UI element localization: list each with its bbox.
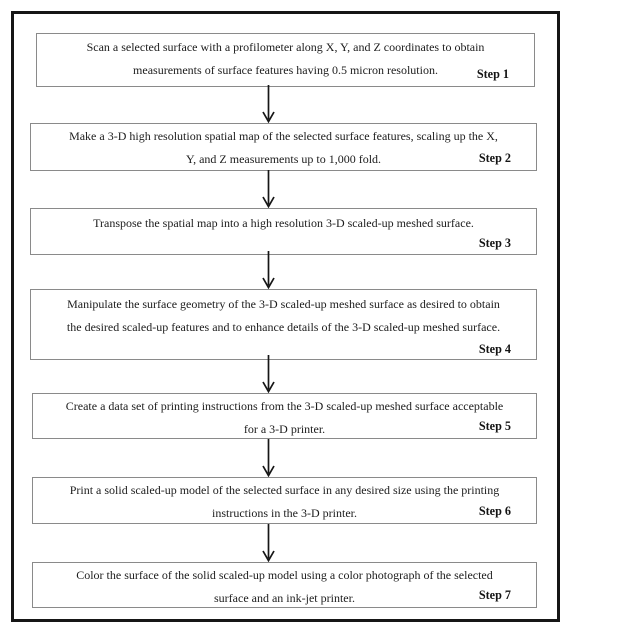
- flow-step-2-label: Step 2: [478, 151, 511, 165]
- flow-step-7-box: Color the surface of the solid scaled-up…: [32, 562, 537, 608]
- flow-step-3-box: Transpose the spatial map into a high re…: [30, 208, 537, 255]
- flow-step-5-box: Create a data set of printing instructio…: [32, 393, 537, 439]
- arrow-down-icon: [262, 355, 275, 393]
- flow-step-4-line-2: the desired scaled-up features and to en…: [66, 320, 501, 334]
- flow-step-4-line-1: Manipulate the surface geometry of the 3…: [67, 297, 500, 311]
- arrow-down-icon: [262, 524, 275, 562]
- flow-step-3-label: Step 3: [478, 236, 511, 250]
- flow-step-1-line-2: measurements of surface features having …: [133, 63, 438, 77]
- flow-step-7-line-2: surface and an ink-jet printer.: [214, 591, 355, 605]
- flow-step-5-label: Step 5: [478, 419, 511, 433]
- flow-step-6-label: Step 6: [478, 504, 511, 518]
- flow-step-4-label: Step 4: [478, 342, 511, 356]
- flow-step-3-line-1: Transpose the spatial map into a high re…: [93, 216, 474, 230]
- flow-step-4-box: Manipulate the surface geometry of the 3…: [30, 289, 537, 360]
- flow-step-1-box: Scan a selected surface with a profilome…: [36, 33, 535, 87]
- flow-step-5-line-1: Create a data set of printing instructio…: [65, 399, 504, 413]
- arrow-down-icon: [262, 170, 275, 208]
- flow-step-5-line-2: for a 3-D printer.: [243, 422, 326, 436]
- flow-step-1-label: Step 1: [476, 67, 509, 81]
- flow-step-2-box: Make a 3-D high resolution spatial map o…: [30, 123, 537, 171]
- flow-step-7-line-1: Color the surface of the solid scaled-up…: [76, 568, 493, 582]
- flow-step-6-line-2: instructions in the 3-D printer.: [212, 506, 357, 520]
- flow-step-2-line-2: Y, and Z measurements up to 1,000 fold.: [185, 152, 382, 166]
- arrow-down-icon: [262, 439, 275, 477]
- arrow-down-icon: [262, 85, 275, 123]
- flow-step-1-line-1: Scan a selected surface with a profilome…: [86, 40, 485, 54]
- flow-step-6-box: Print a solid scaled-up model of the sel…: [32, 477, 537, 524]
- arrow-down-icon: [262, 251, 275, 289]
- flow-step-2-line-1: Make a 3-D high resolution spatial map o…: [69, 129, 498, 143]
- flow-step-6-line-1: Print a solid scaled-up model of the sel…: [69, 483, 500, 497]
- flow-step-7-label: Step 7: [478, 588, 511, 602]
